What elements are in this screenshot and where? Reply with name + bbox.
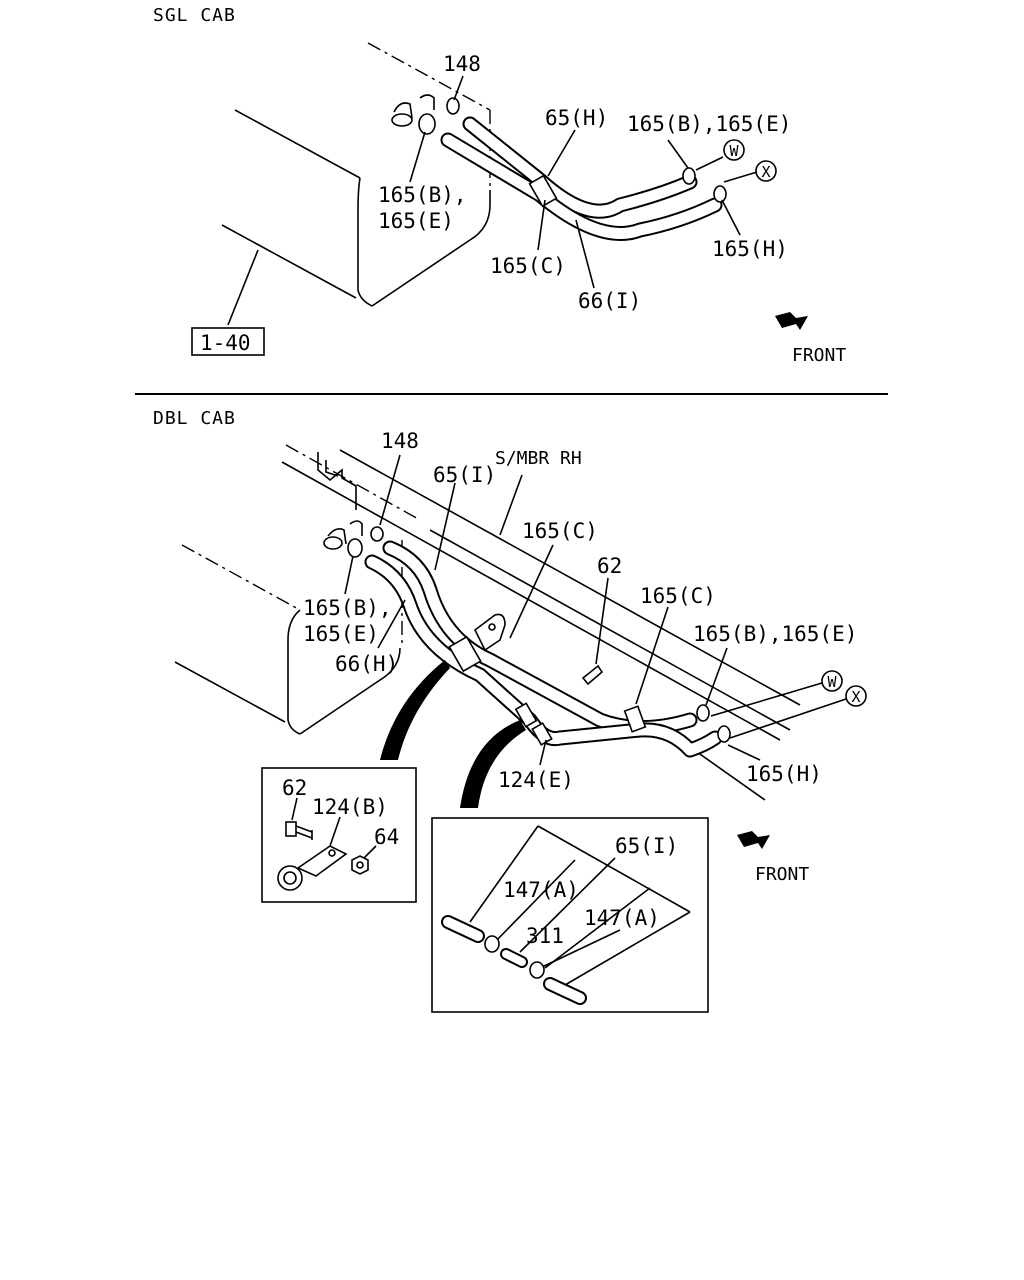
sgl-fuel-tank	[221, 42, 491, 307]
inset-left-label-62: 62	[282, 776, 307, 800]
sgl-front-label: FRONT	[792, 345, 846, 366]
sgl-front-arrow-icon	[775, 312, 808, 330]
dbl-fuel-pipes	[364, 540, 731, 758]
hose-left-icon	[441, 915, 485, 943]
sgl-callout-x: X	[755, 160, 777, 182]
section-title-sgl-cab: SGL CAB	[153, 5, 236, 26]
clamp-147a-1-icon	[484, 935, 500, 953]
inset-hose-detail: 65(I) 147(A) 311 147(A)	[431, 817, 709, 1013]
svg-text:X: X	[851, 688, 860, 706]
svg-text:X: X	[761, 163, 770, 181]
sgl-tank-fittings	[391, 94, 460, 135]
sgl-callout-w: W	[723, 139, 745, 161]
sgl-label-165c: 165(C)	[490, 254, 566, 278]
svg-text:W: W	[729, 142, 739, 160]
svg-text:W: W	[827, 673, 837, 691]
dbl-label-smbr-rh: S/MBR RH	[495, 448, 582, 469]
sgl-label-165h: 165(H)	[712, 237, 788, 261]
inset-bracket-detail: 62 124(B) 64	[261, 767, 417, 903]
section-title-dbl-cab: DBL CAB	[153, 408, 236, 429]
dbl-callout-w: W	[821, 670, 843, 692]
sgl-cab-section: SGL CAB	[153, 5, 846, 366]
sgl-label-165be-top: 165(B),165(E)	[627, 112, 791, 136]
dbl-front-arrow-icon	[737, 831, 770, 849]
dbl-label-66h: 66(H)	[335, 652, 398, 676]
dbl-label-165e: 165(E)	[303, 622, 379, 646]
bracket-124b-icon	[277, 845, 348, 891]
dbl-label-65i: 65(I)	[433, 463, 496, 487]
dbl-detail-pointers	[380, 660, 526, 808]
inset-right-label-65i: 65(I)	[615, 834, 678, 858]
dbl-label-165h: 165(H)	[746, 762, 822, 786]
sgl-fuel-pipes	[440, 116, 727, 241]
bolt-62-icon	[285, 821, 313, 840]
dbl-label-165be: 165(B),165(E)	[693, 622, 857, 646]
dbl-label-124e: 124(E)	[498, 768, 574, 792]
dbl-label-165c-a: 165(C)	[522, 519, 598, 543]
sgl-leader-lines	[227, 75, 758, 326]
inset-right-label-311: 311	[526, 924, 564, 948]
dbl-leader-lines	[344, 454, 847, 766]
inset-left-label-124b: 124(B)	[312, 795, 388, 819]
sgl-ref-box: 1-40	[191, 327, 265, 356]
nut-64-icon	[351, 855, 369, 875]
sgl-label-165e: 165(E)	[378, 209, 454, 233]
inset-right-label-147a-2: 147(A)	[584, 906, 660, 930]
pipe-311-icon	[500, 948, 528, 968]
sgl-label-65h: 65(H)	[545, 106, 608, 130]
dbl-label-165c-b: 165(C)	[640, 584, 716, 608]
dbl-tank-fittings	[323, 520, 384, 558]
sgl-label-66i: 66(I)	[578, 289, 641, 313]
dbl-front-label: FRONT	[755, 864, 809, 885]
clamp-147a-2-icon	[529, 961, 545, 979]
dbl-cab-section: DBL CAB	[153, 408, 867, 885]
sgl-label-165b: 165(B),	[378, 183, 467, 207]
dbl-label-165b: 165(B),	[303, 596, 392, 620]
dbl-label-62: 62	[597, 554, 622, 578]
inset-right-label-147a-1: 147(A)	[503, 878, 579, 902]
dbl-callout-x: X	[845, 685, 867, 707]
svg-text:1-40: 1-40	[200, 331, 251, 355]
dbl-label-148: 148	[381, 429, 419, 453]
hose-right-icon	[543, 977, 587, 1005]
inset-left-label-64: 64	[374, 825, 399, 849]
sgl-label-148: 148	[443, 52, 481, 76]
dbl-side-member	[281, 444, 801, 801]
